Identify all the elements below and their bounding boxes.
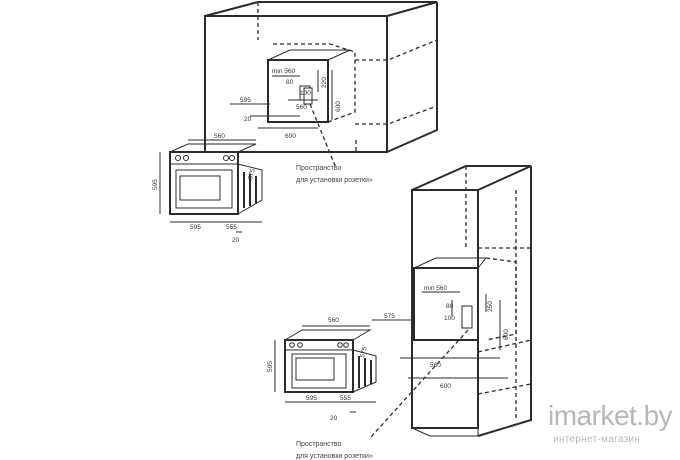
dim-label: 555 (340, 395, 351, 402)
dim-label: 560 (296, 104, 307, 111)
top-oven: 560 595 575 595 555 20 (152, 133, 263, 244)
dim-label: 575 (359, 346, 369, 359)
dim-label: 575 (384, 313, 395, 320)
dim-label: 595 (190, 224, 201, 231)
dim-label: 600 (503, 329, 510, 340)
dim-label: 560 (430, 362, 441, 369)
watermark-subtitle: интернет-магазин (553, 434, 641, 445)
dim-label: 100 (444, 315, 455, 322)
tall-cabinet: min 560 80 100 250 600 575 560 600 (369, 165, 532, 439)
dim-label: 560 (214, 133, 225, 140)
dim-label: 80 (446, 303, 454, 310)
dim-label: 100 (300, 90, 311, 97)
socket-caption-line1: Пространство (296, 165, 342, 172)
dim-label: 575 (247, 168, 257, 181)
dim-label: 600 (335, 101, 342, 112)
dim-label: 595 (267, 361, 274, 372)
dim-label: 595 (240, 97, 251, 104)
top-cabinet: min 560 80 560 595 20 600 220 600 100 (204, 0, 438, 169)
dim-label: 595 (306, 395, 317, 402)
dim-label: 20 (244, 116, 252, 123)
dim-label: 600 (440, 383, 451, 390)
dim-label: 600 (285, 133, 296, 140)
dim-label: 220 (321, 77, 328, 88)
dim-label: 555 (226, 224, 237, 231)
socket-caption-line2: для установки розетки» (296, 453, 373, 460)
dim-label: 20 (330, 415, 338, 422)
dim-label: min 560 (272, 68, 296, 75)
dim-label: min 560 (424, 285, 448, 292)
socket-caption-line2: для установки розетки» (296, 177, 373, 184)
dim-label: 80 (286, 79, 294, 86)
dim-label: 560 (328, 317, 339, 324)
dim-label: 250 (487, 301, 494, 312)
dim-label: 20 (232, 237, 240, 244)
socket-caption-line1: Пространство (296, 441, 342, 448)
watermark-brand: imarket.by (548, 400, 673, 431)
dim-label: 595 (152, 179, 159, 190)
bottom-oven: 560 595 575 595 555 20 (267, 317, 377, 422)
